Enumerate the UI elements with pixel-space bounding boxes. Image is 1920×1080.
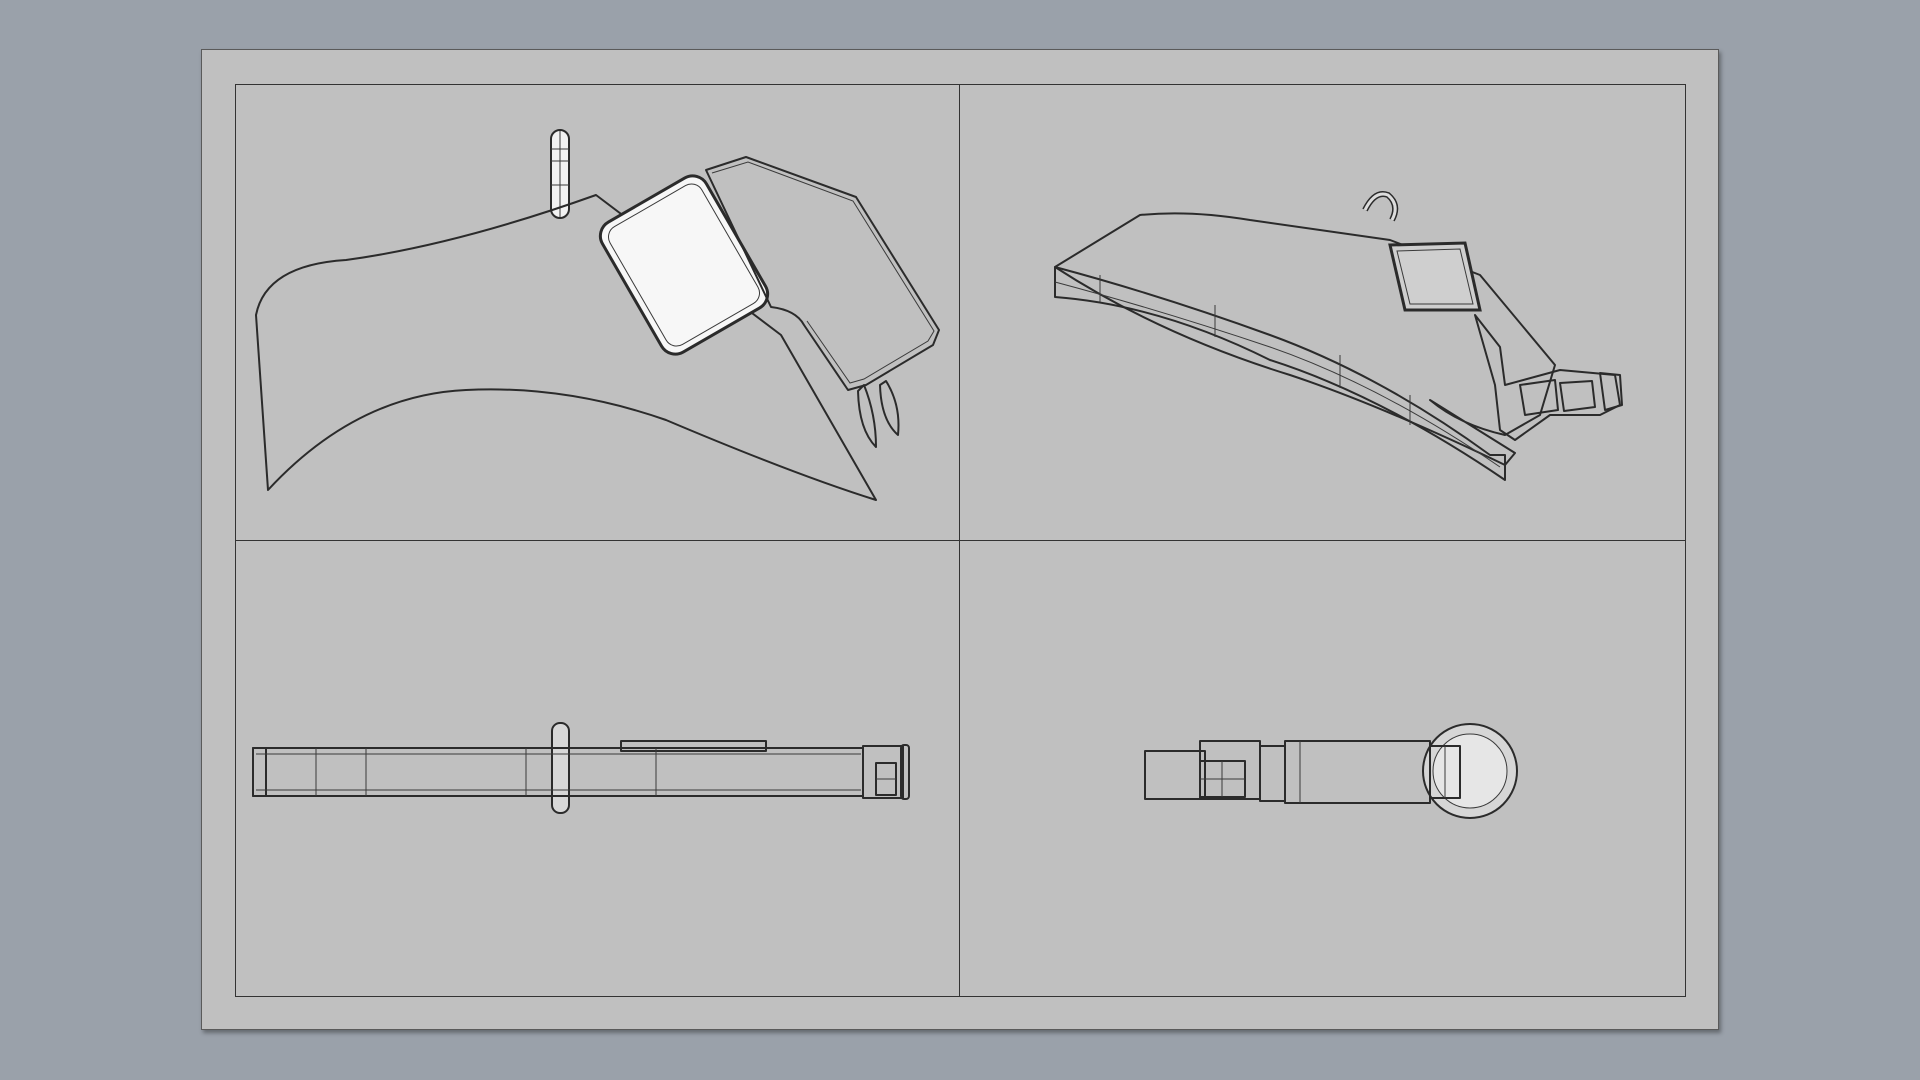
claw: [1519, 379, 1559, 416]
claw: [1559, 380, 1596, 412]
body-top-surface: [1054, 212, 1556, 466]
viewport-top[interactable]: [236, 541, 960, 996]
viewport-side[interactable]: [960, 541, 1685, 996]
grip-pad: [1388, 241, 1482, 312]
jaw: [862, 745, 904, 799]
grip-pad: [1284, 740, 1431, 804]
viewport-perspective[interactable]: [960, 85, 1685, 541]
claw: [879, 380, 900, 436]
blade-body: [255, 194, 877, 501]
body-end: [1144, 750, 1206, 800]
top-view-drawing: [252, 722, 910, 814]
body-side-band: [1054, 266, 1506, 481]
drawing-sheet: [201, 49, 1719, 1030]
viewport-front[interactable]: [236, 85, 960, 541]
front-view-drawing: [255, 129, 940, 501]
grip-pad: [598, 174, 770, 356]
ring-tab: [551, 722, 570, 814]
jaw: [705, 156, 940, 391]
perspective-view-drawing: [1054, 191, 1623, 481]
claw: [857, 384, 877, 448]
jaw: [1474, 314, 1621, 441]
side-view-drawing: [1144, 723, 1518, 819]
viewport-layout: [235, 84, 1686, 997]
